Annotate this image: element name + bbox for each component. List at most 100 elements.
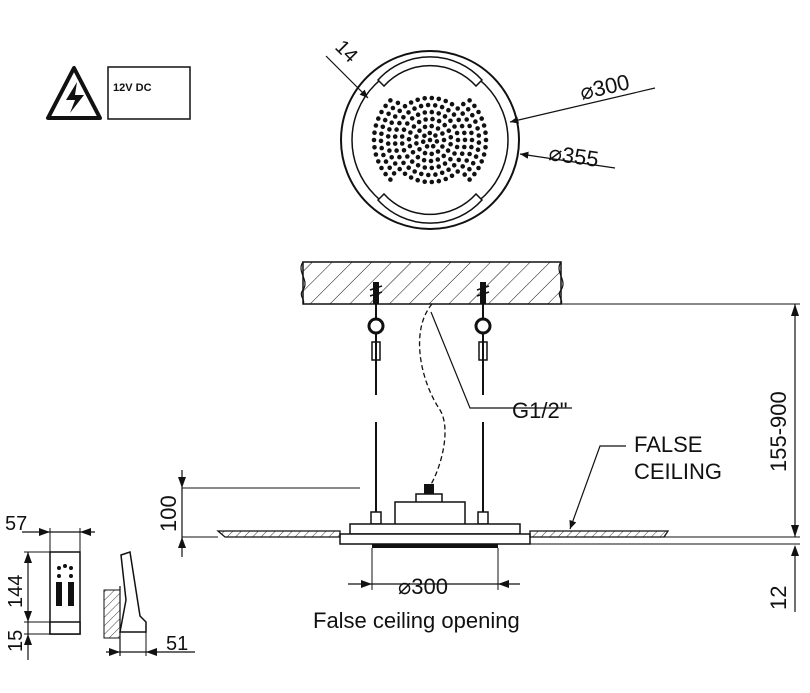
nozzle-dot: [383, 159, 389, 164]
false-ceiling-label-line1: FALSE: [634, 432, 702, 457]
nozzle-dot: [470, 160, 476, 166]
nozzle-dot: [387, 148, 392, 153]
nozzle-dot: [449, 101, 455, 107]
nozzle-dot: [446, 167, 451, 172]
nozzle-dot: [483, 145, 488, 150]
nozzle-dot: [464, 117, 470, 122]
nozzle-dot: [417, 128, 422, 133]
dim-inner-diameter: ⌀300: [578, 69, 632, 105]
nozzle-dot: [392, 114, 398, 119]
nozzle-dot: [422, 124, 428, 130]
nozzle-dot: [441, 137, 447, 143]
nozzle-dot: [415, 177, 421, 183]
nozzle-dot: [442, 114, 448, 119]
nozzle-dot: [379, 109, 384, 115]
lightning-bolt-icon: [66, 82, 84, 113]
nozzle-dot: [401, 160, 406, 166]
nozzle-dot: [475, 126, 480, 131]
nozzle-dot: [435, 157, 441, 162]
nozzle-dot: [386, 111, 391, 117]
nozzle-dot: [422, 96, 428, 101]
outer-rim: [340, 50, 520, 230]
nozzle-dot: [464, 158, 470, 163]
nozzle-dot: [467, 151, 472, 157]
nozzle-dot: [469, 130, 474, 136]
nozzle-dot: [417, 147, 422, 152]
nozzle-dot: [465, 107, 471, 112]
nozzle-dot: [406, 165, 412, 170]
nozzle-dot: [408, 175, 414, 180]
nozzle-dot: [392, 161, 398, 166]
nozzle-dot: [432, 103, 438, 108]
nozzle-dot: [422, 110, 428, 115]
nozzle-dot: [433, 133, 438, 138]
false-ceiling-panel-left: [216, 530, 341, 538]
nozzle-dot: [372, 130, 377, 135]
nozzle-dot: [469, 137, 475, 143]
nozzle-dot: [456, 117, 462, 123]
nozzle-dot: [395, 100, 401, 106]
nozzle-dot: [483, 130, 488, 135]
control-unit: 57 144 15 51: [5, 513, 195, 660]
nozzle-dot: [392, 141, 398, 146]
nozzle-dot: [399, 141, 405, 146]
nozzle-dot: [429, 109, 435, 115]
nozzle-dot: [451, 163, 457, 168]
nozzle-dot: [401, 115, 406, 120]
nozzle-dot: [476, 109, 481, 115]
slot-top: [376, 56, 484, 88]
nozzle-dot: [418, 103, 424, 109]
nozzle-dot: [462, 172, 468, 177]
nozzle-dot: [401, 127, 407, 132]
nozzle-dot: [429, 95, 435, 101]
nozzle-dot: [427, 130, 433, 136]
nozzle-dot: [452, 151, 457, 156]
nozzle-dot: [397, 154, 402, 160]
nozzle-dot: [479, 116, 485, 121]
nozzle-dot: [392, 134, 398, 139]
nozzle-dot: [473, 154, 479, 159]
nozzle-dot: [415, 163, 421, 168]
nozzle-dot: [435, 126, 441, 131]
nozzle-dot: [416, 119, 422, 125]
nozzle-dot: [397, 108, 403, 114]
nozzle-dot: [443, 176, 449, 182]
voltage-box: [107, 66, 191, 120]
nozzle-dot: [371, 137, 377, 143]
nozzle-dot: [473, 119, 478, 124]
nozzle-dot: [409, 116, 415, 121]
nozzle-dot: [467, 177, 472, 182]
nozzle-dot: [442, 122, 448, 128]
nozzle-dot: [456, 157, 462, 163]
nozzle-dot: [380, 124, 386, 130]
nozzle-dot: [429, 123, 435, 129]
nozzle-dot: [376, 159, 381, 164]
nozzle-dot: [476, 133, 482, 138]
nozzle-dot: [446, 128, 452, 133]
nozzle-dot: [422, 179, 428, 184]
dim-depth: 100: [156, 495, 181, 532]
nozzle-dot: [415, 97, 421, 103]
nozzle-dot: [389, 155, 395, 160]
nozzle-dot: [405, 154, 410, 159]
nozzle-grid: [371, 95, 489, 185]
flexible-hose: [418, 303, 446, 487]
opening-dim: ⌀300: [398, 574, 448, 599]
nozzle-dot: [415, 112, 421, 117]
nozzle-dot: [390, 105, 396, 111]
nozzle-dot: [379, 165, 384, 171]
nozzle-dot: [459, 151, 465, 156]
nozzle-dot: [481, 152, 487, 157]
false-ceiling-label-line2: CEILING: [634, 459, 722, 484]
nozzle-dot: [385, 134, 391, 139]
false-ceiling-panel-right: [529, 530, 670, 538]
slot-bottom: [376, 192, 484, 224]
nozzle-dot: [426, 172, 431, 178]
nozzle-dot: [460, 111, 466, 116]
nozzle-dot: [434, 139, 440, 144]
nozzle-dot: [429, 151, 435, 157]
nozzle-dot: [475, 147, 481, 152]
nozzle-dot: [410, 150, 416, 155]
nozzle-dot: [412, 106, 417, 111]
